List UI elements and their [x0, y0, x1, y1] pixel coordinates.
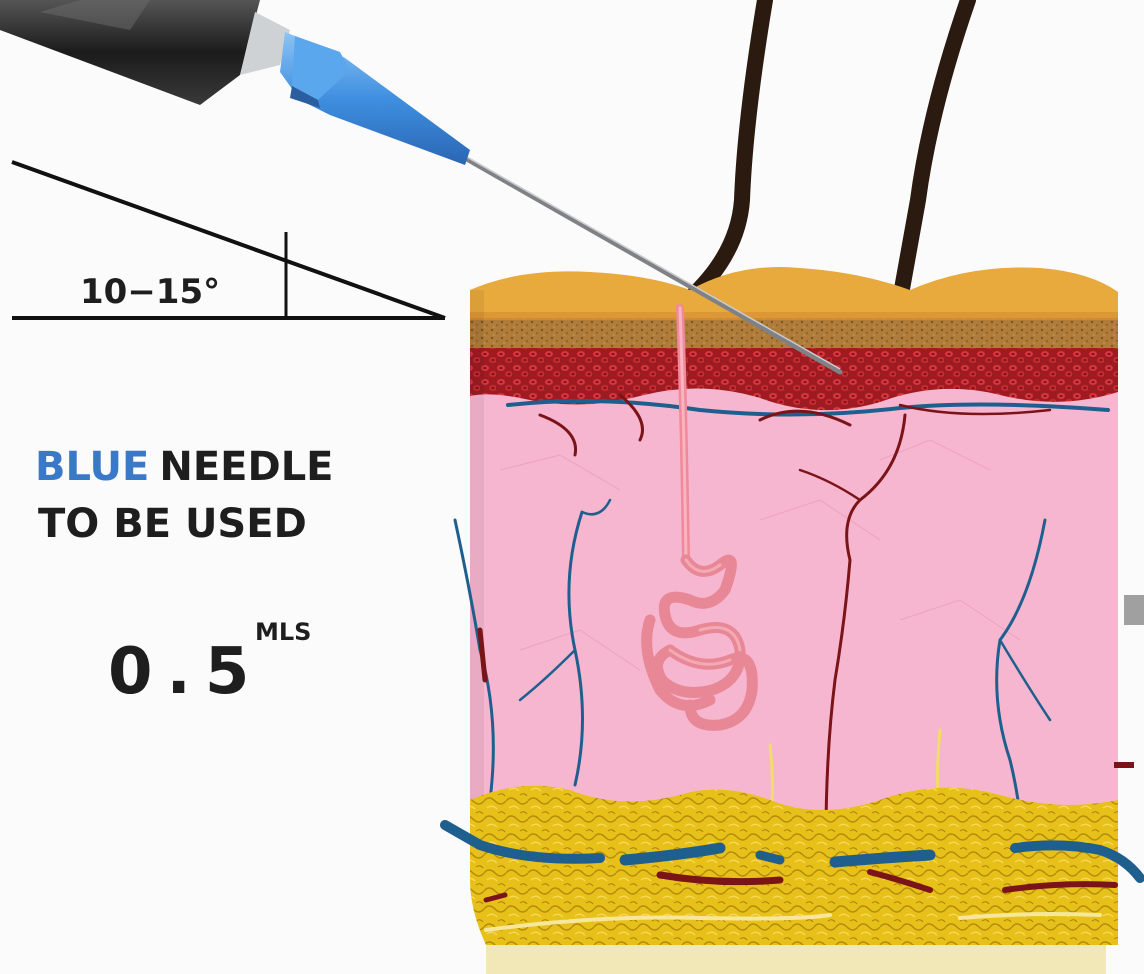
dose-unit: MLS: [255, 618, 311, 646]
angle-triangle-icon: [12, 162, 445, 318]
dose-value: 0.5: [108, 635, 263, 709]
needle-instruction-line2: TO BE USED: [38, 501, 307, 547]
angle-label: 10−15°: [80, 272, 220, 312]
skin-cross-section-icon: [445, 267, 1144, 974]
needle-word: NEEDLE: [159, 444, 333, 490]
hair-strands: [688, 0, 968, 300]
needle-color-word: BLUE: [35, 444, 149, 490]
